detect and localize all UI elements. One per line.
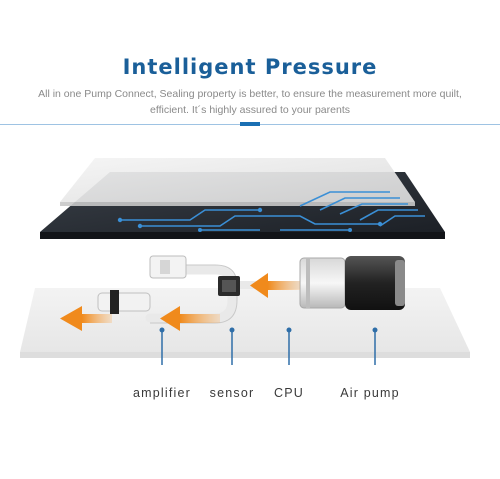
airflow-arrows	[60, 273, 300, 331]
circuit-traces	[120, 191, 425, 231]
top-connector	[149, 255, 187, 279]
arrow-right-pump	[250, 273, 300, 298]
amplifier-module	[97, 290, 151, 314]
sensor-module	[218, 276, 240, 296]
air-pump	[299, 256, 405, 310]
pressure-system-illustration	[20, 158, 470, 365]
pointer-dots	[159, 327, 378, 333]
label-amplifier: amplifier	[132, 386, 192, 400]
label-pointers	[161, 330, 376, 365]
label-cpu: CPU	[274, 386, 304, 400]
page-title: Intelligent Pressure	[122, 55, 378, 79]
label-sensor: sensor	[209, 386, 255, 400]
label-air-pump: Air pump	[340, 386, 400, 400]
arrow-left-exit	[60, 306, 112, 331]
arrow-middle	[160, 306, 220, 331]
subtitle-line-1: All in one Pump Connect, Sealing propert…	[38, 88, 462, 100]
subtitle: All in one Pump Connect, Sealing propert…	[10, 86, 490, 118]
circuit-pads	[117, 207, 383, 232]
divider-accent	[240, 122, 260, 126]
subtitle-line-2: efficient. It´s highly assured to your p…	[150, 104, 350, 116]
circuit-board	[40, 158, 445, 239]
